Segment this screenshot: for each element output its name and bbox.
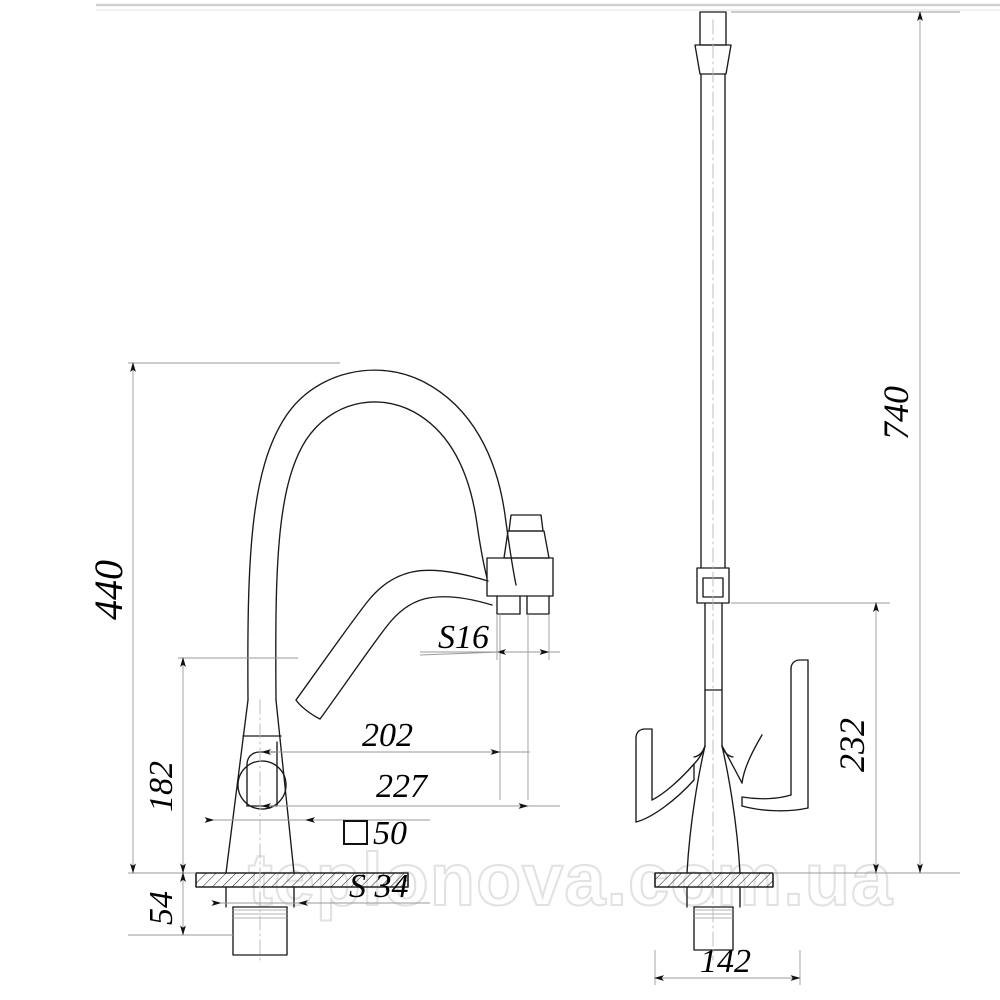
dim-label-50: 50 bbox=[373, 815, 407, 852]
mounting-deck-plate bbox=[195, 872, 409, 888]
spout-outlet-block bbox=[486, 557, 554, 615]
dim-label-740: 740 bbox=[876, 386, 916, 440]
dim-label-182: 182 bbox=[143, 761, 180, 812]
front-view-dimensions bbox=[654, 11, 960, 985]
front-view-dimension-labels: 740 232 142 bbox=[700, 386, 916, 980]
filter-spout-tube bbox=[700, 73, 726, 569]
dim-label-202: 202 bbox=[362, 717, 413, 754]
side-view-dimension-labels: 440 182 54 202 227 S16 50 S 34 bbox=[86, 560, 489, 925]
dim-label-s34: S 34 bbox=[349, 868, 409, 905]
dim-label-s16: S16 bbox=[438, 619, 489, 656]
handle-left bbox=[635, 728, 695, 823]
sheet-top-rule bbox=[96, 3, 1000, 11]
side-view bbox=[195, 369, 554, 961]
outlet-upper-stem bbox=[503, 514, 550, 559]
gooseneck-inner-wall bbox=[275, 401, 488, 701]
threaded-shank bbox=[232, 906, 288, 956]
spout-arm-upper-edge bbox=[295, 569, 489, 701]
faucet-body-column bbox=[225, 699, 295, 874]
front-mounting-deck-plate bbox=[654, 872, 774, 888]
front-view bbox=[635, 11, 809, 961]
gooseneck-outer-wall bbox=[247, 369, 517, 701]
square-symbol-icon bbox=[343, 820, 368, 845]
dim-label-440: 440 bbox=[86, 560, 131, 620]
front-deck-flange-underside bbox=[686, 886, 741, 908]
handle-right bbox=[741, 659, 809, 812]
front-threaded-shank bbox=[693, 906, 734, 951]
spout-arm-lower-edge bbox=[319, 596, 493, 720]
spout-arm-body-joint bbox=[295, 699, 321, 720]
dim-label-54: 54 bbox=[143, 891, 180, 925]
filter-nozzle-tip bbox=[694, 11, 732, 75]
dim-label-227: 227 bbox=[376, 768, 429, 805]
mixer-body bbox=[704, 602, 723, 747]
square-symbol-50: 50 bbox=[343, 815, 407, 852]
side-view-dimensions bbox=[128, 362, 560, 936]
handle-hub bbox=[693, 745, 743, 784]
dim-label-142: 142 bbox=[700, 943, 751, 980]
dim-label-232: 232 bbox=[832, 718, 872, 772]
spout-collar bbox=[696, 567, 730, 604]
